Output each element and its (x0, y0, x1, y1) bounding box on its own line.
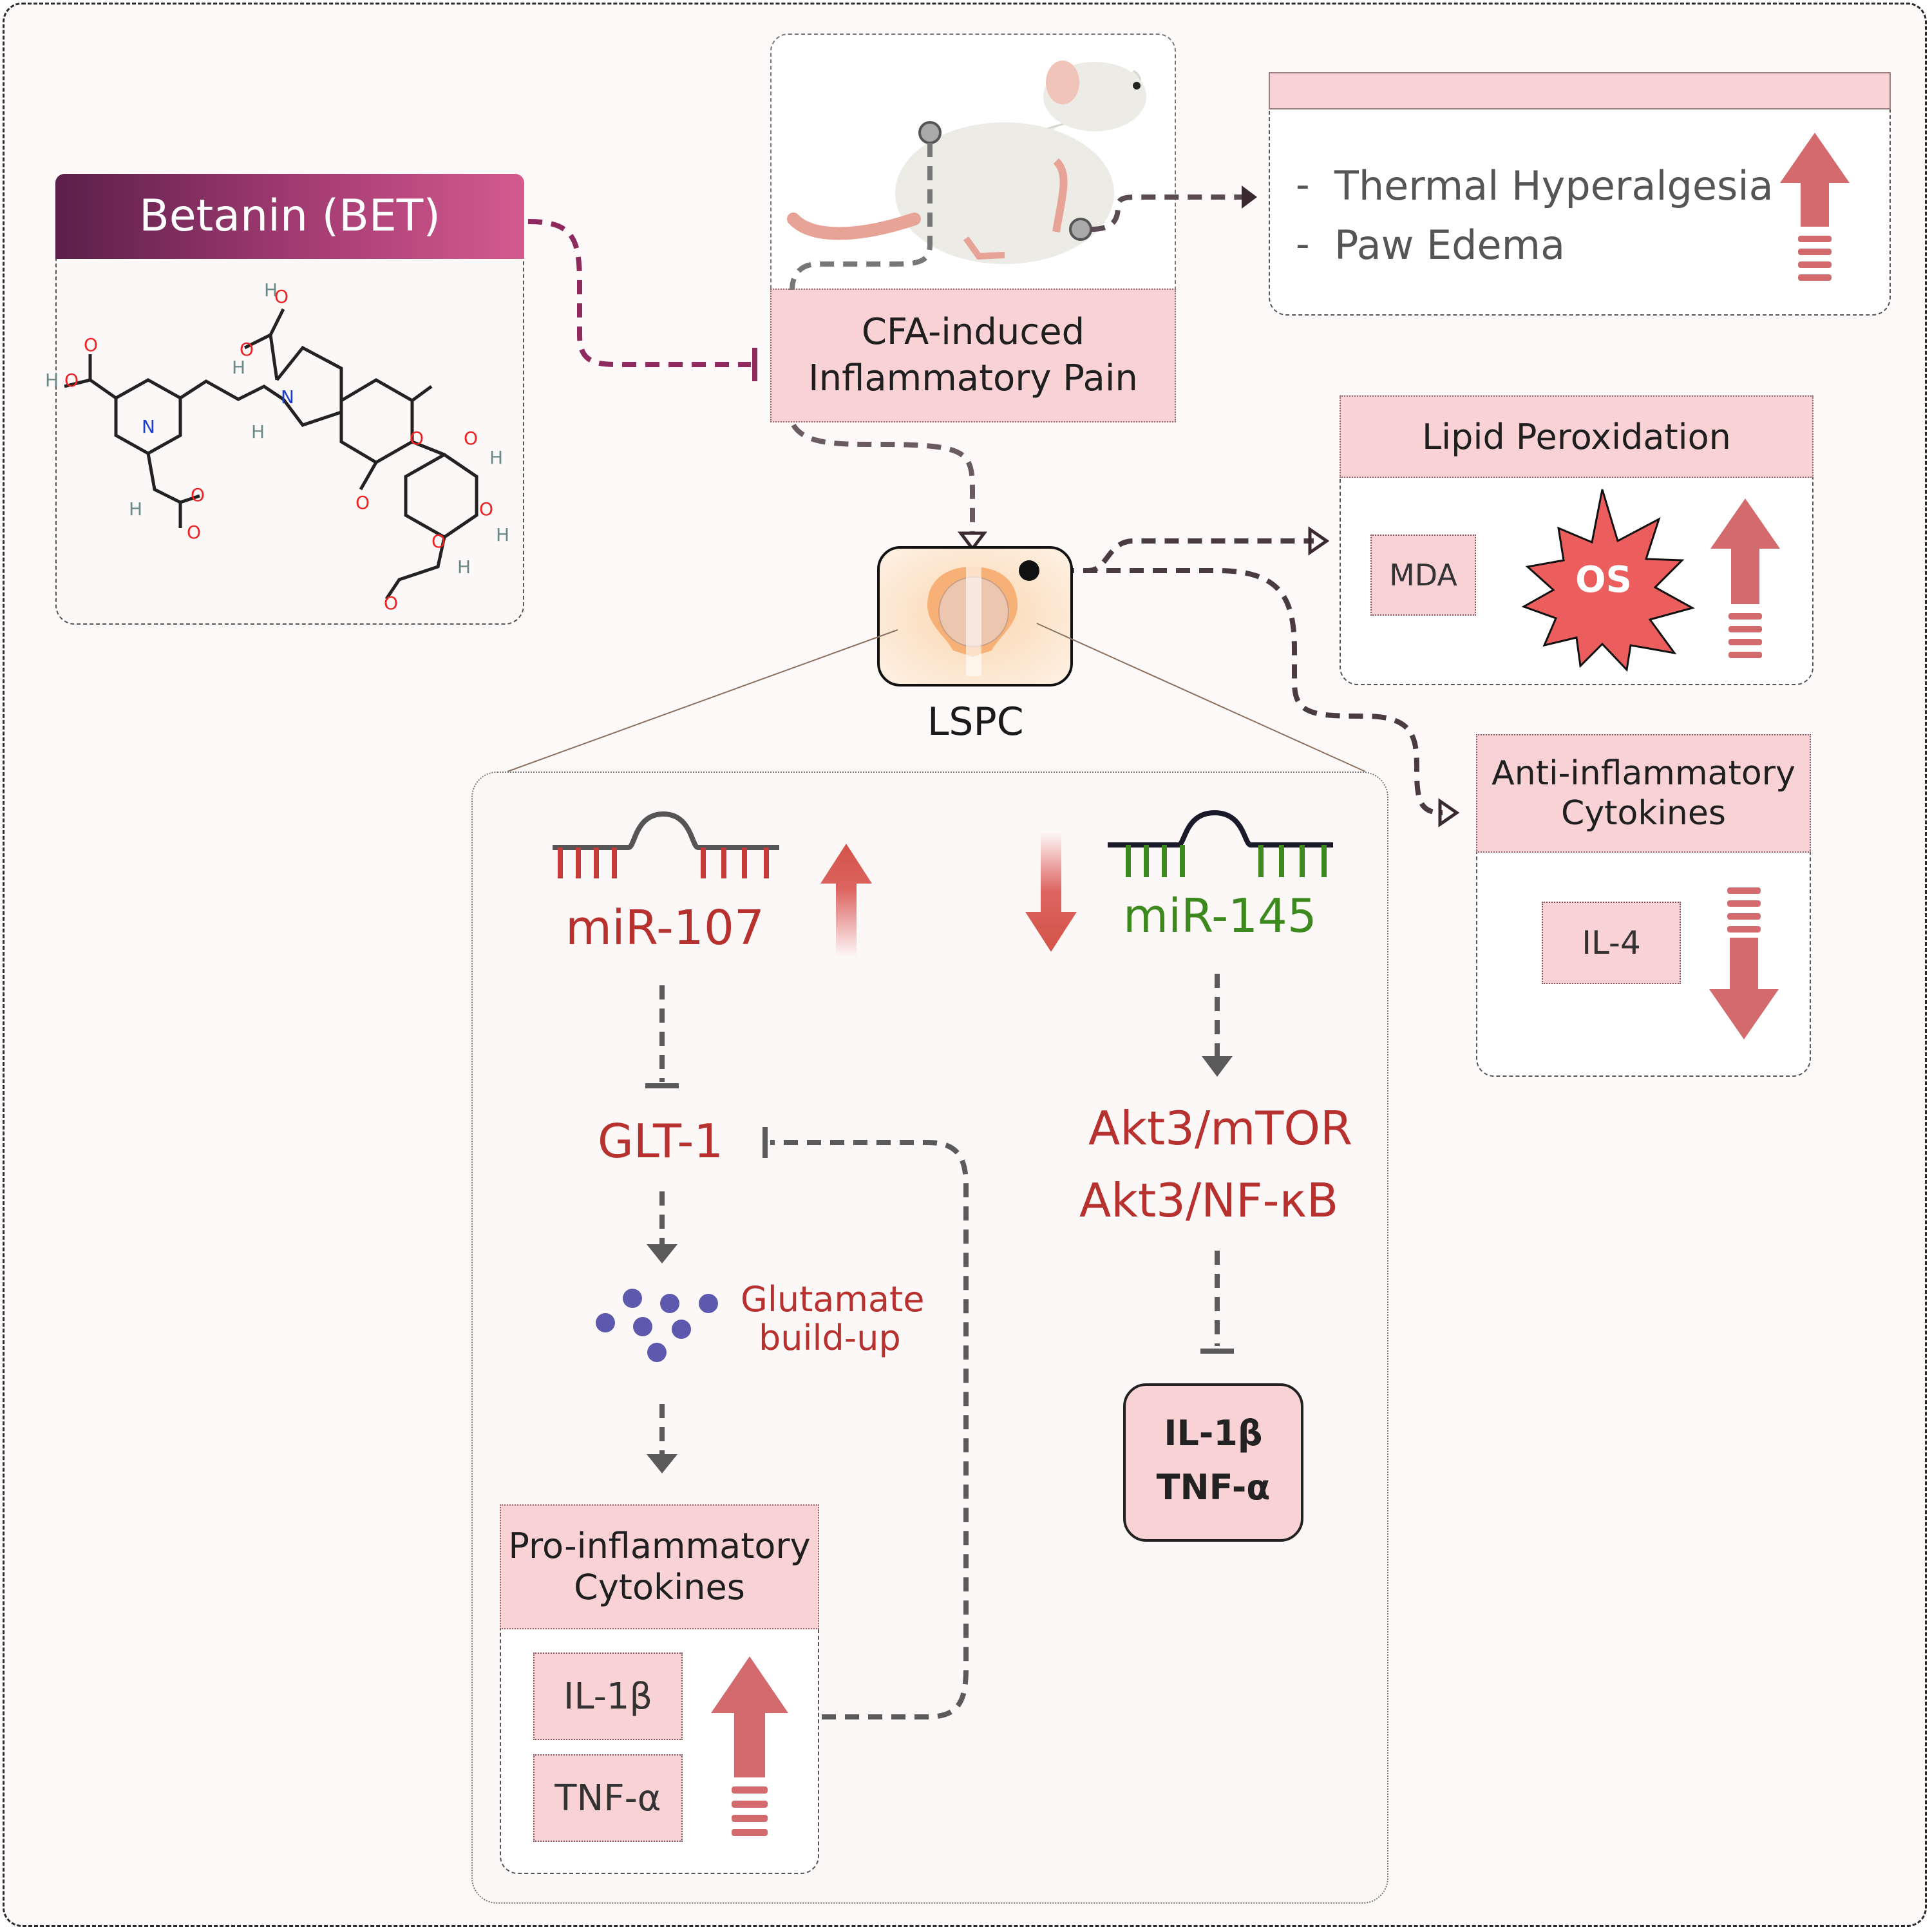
symptoms-up-arrow (1780, 133, 1850, 281)
svg-text:H: H (489, 447, 503, 468)
svg-text:O: O (84, 334, 98, 355)
glutamate-arrowhead (647, 1244, 677, 1264)
mda-tag: MDA (1370, 535, 1476, 616)
svg-text:O: O (187, 522, 201, 543)
anti-inflammatory-header: Anti-inflammatory Cytokines (1476, 734, 1811, 853)
right-tnfa: TNF-α (1156, 1467, 1271, 1508)
zoom-lines (507, 623, 1366, 772)
svg-text:N: N (281, 386, 294, 408)
rat-probe-2 (1069, 218, 1092, 241)
svg-text:O: O (274, 286, 289, 307)
cfa-to-lspc-arrow (791, 423, 975, 535)
lspc-label: LSPC (927, 699, 1024, 744)
pro-inflammatory-header: Pro-inflammatory Cytokines (500, 1504, 819, 1629)
glutamate-line2: build-up (759, 1318, 901, 1358)
mir145-down-arrow (1025, 832, 1077, 952)
mir107-up-arrow (820, 844, 872, 957)
lipid-up-arrow (1710, 498, 1780, 658)
rat-to-symptoms-arrow (1090, 194, 1243, 232)
svg-text:O: O (384, 592, 398, 614)
betanin-to-cfa-inhibit (527, 219, 751, 367)
rat-illustration (787, 61, 1146, 264)
symptoms-panel (1269, 72, 1891, 316)
rat-probe-1 (918, 121, 942, 144)
svg-text:H: H (129, 498, 142, 520)
symptoms-arrowhead (1242, 185, 1257, 209)
svg-text:H: H (45, 370, 59, 391)
symptom-paw-edema: Paw Edema (1334, 222, 1566, 269)
pro-line2: Cytokines (574, 1567, 745, 1607)
svg-text:O: O (355, 492, 370, 513)
svg-text:O: O (191, 484, 205, 506)
il4-tag: IL-4 (1542, 902, 1681, 984)
svg-text:O: O (431, 531, 446, 552)
glt1-label: GLT-1 (598, 1114, 724, 1168)
akt3-arrowhead (1202, 1056, 1233, 1077)
lspc-spinal-cord-icon (877, 546, 1073, 687)
lspc-arrowhead (958, 531, 987, 552)
os-label: OS (1575, 559, 1632, 601)
svg-text:H: H (496, 524, 509, 545)
symptom-dash-1: - (1296, 162, 1310, 207)
lspc-to-anti-arrow (1037, 568, 1443, 815)
right-il1b: IL-1β (1164, 1413, 1263, 1454)
cfa-line1: CFA-induced (861, 311, 1085, 353)
anti-line1: Anti-inflammatory (1492, 754, 1795, 793)
svg-text:H: H (457, 556, 471, 578)
lipid-arrowhead (1308, 526, 1330, 556)
anti-arrowhead (1438, 798, 1460, 828)
cfa-line2: Inflammatory Pain (808, 357, 1138, 399)
il4-down-arrow (1709, 887, 1779, 1039)
symptoms-header-bar (1269, 72, 1891, 109)
betanin-molecule (64, 308, 478, 600)
svg-text:N: N (142, 416, 155, 437)
right-cytokine-box (1123, 1383, 1303, 1542)
cytokines-feedback-inhibit (770, 1140, 969, 1719)
glutamate-dots (596, 1289, 718, 1362)
pro-cytokines-up-arrow (711, 1656, 788, 1836)
anti-line2: Cytokines (1561, 794, 1726, 833)
symptom-thermal-hyperalgesia: Thermal Hyperalgesia (1334, 162, 1774, 209)
mir107-glyph (553, 811, 779, 878)
betanin-title: Betanin (BET) (139, 191, 440, 242)
cfa-label-box: CFA-induced Inflammatory Pain (770, 289, 1176, 422)
svg-text:O: O (479, 498, 493, 520)
lipid-header: Lipid Peroxidation (1340, 395, 1814, 478)
svg-text:O: O (464, 428, 478, 449)
svg-text:H: H (232, 357, 245, 378)
mir-145-label: miR-145 (1123, 889, 1317, 943)
svg-text:O: O (240, 339, 254, 360)
akt3-nfkb-label: Akt3/NF-κB (1079, 1173, 1339, 1227)
tnfa-tag: TNF-α (533, 1754, 683, 1842)
svg-text:O: O (64, 370, 79, 391)
svg-text:H: H (251, 421, 265, 442)
symptom-dash-2: - (1296, 222, 1310, 267)
lspc-to-lipid-arrow (1037, 538, 1314, 573)
pro-line1: Pro-inflammatory (508, 1526, 811, 1566)
glutamate-line1: Glutamate (741, 1279, 925, 1320)
pro-cytokines-arrowhead (647, 1454, 677, 1473)
il1b-tag: IL-1β (533, 1653, 683, 1740)
akt3-mtor-label: Akt3/mTOR (1088, 1101, 1353, 1155)
betanin-header: Betanin (BET) (55, 174, 524, 259)
os-starburst (1521, 489, 1695, 672)
svg-text:O: O (410, 428, 424, 449)
svg-text:H: H (264, 279, 278, 301)
mir-107-label: miR-107 (565, 900, 765, 956)
mir145-glyph (1108, 810, 1333, 877)
